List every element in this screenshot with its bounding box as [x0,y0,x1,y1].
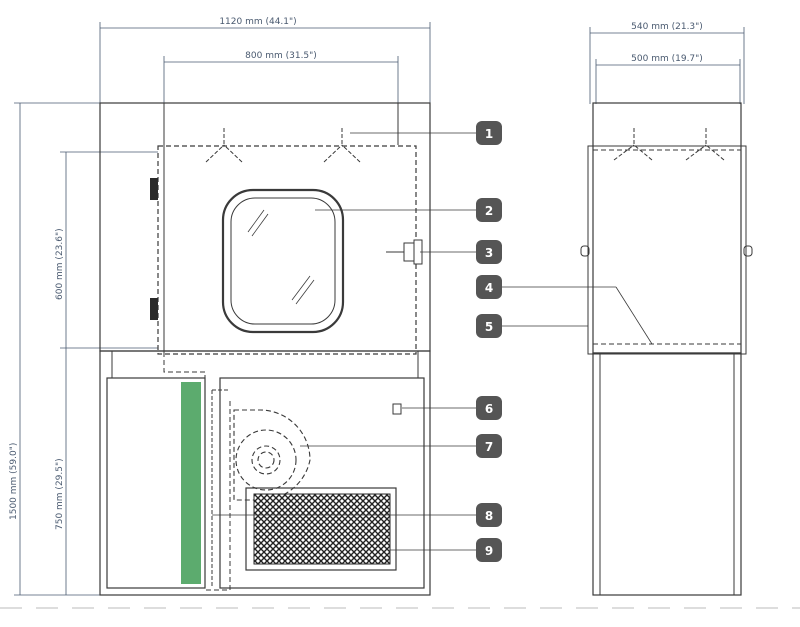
side-inner-width-label: 500 mm (19.7") [631,54,703,64]
callout-7: 7 [476,434,502,458]
front-view [99,102,431,596]
callout-3: 3 [476,240,502,264]
side-width-dimension [589,27,745,104]
svg-text:3: 3 [485,246,493,260]
front-width-label: 1120 mm (44.1") [219,17,296,27]
side-handle-left [580,245,590,257]
upper-hinge [150,178,158,200]
door-handle [386,239,423,265]
callout-4: 4 [476,275,502,299]
hepa-filter-frame [245,487,397,571]
lower-right-panel [219,377,425,589]
side-upper-cabinet [592,102,742,354]
svg-text:6: 6 [485,402,493,416]
callout-1: 1 [476,121,502,145]
lower-height-label: 750 mm (29.5") [55,458,65,530]
side-view [580,102,753,596]
svg-text:7: 7 [485,440,493,454]
side-chamber-door [587,145,747,355]
indicator-light [392,403,402,415]
svg-text:9: 9 [485,544,493,558]
total-height-dimension [14,102,100,596]
front-inner-width-dimension [163,56,399,104]
lower-hinge [150,298,158,320]
front-chamber-outline [157,145,417,355]
svg-text:4: 4 [485,281,493,295]
upper-height-dimension [60,151,158,349]
callout-9: 9 [476,538,502,562]
side-handle-right [743,245,753,257]
side-lower-cabinet [592,352,742,596]
side-width-label: 540 mm (21.3") [631,22,703,32]
uv-lamp-right [323,128,361,163]
front-width-dimension [99,22,431,104]
upper-height-label: 600 mm (23.6") [55,228,65,300]
front-inner-width-label: 800 mm (31.5") [245,51,317,61]
svg-text:8: 8 [485,509,493,523]
side-inner-width-dimension [595,59,741,104]
callout-8: 8 [476,503,502,527]
total-height-label: 1500 mm (59.0") [9,443,19,520]
blower-fan [233,409,311,501]
front-lower-cabinet [99,350,431,596]
callout-2: 2 [476,198,502,222]
svg-text:5: 5 [485,320,493,334]
front-upper-cabinet [99,102,431,352]
leader-lines [212,132,653,551]
svg-text:2: 2 [485,204,493,218]
side-uv-lamps [613,128,725,161]
door-window-outer [221,188,345,334]
door-window-inner [230,197,336,325]
callout-6: 6 [476,396,502,420]
svg-text:1: 1 [485,127,493,141]
uv-lamp-left [205,128,243,163]
hepa-filter-mesh [253,493,391,565]
green-prefilter [181,382,201,584]
callout-5: 5 [476,314,502,338]
